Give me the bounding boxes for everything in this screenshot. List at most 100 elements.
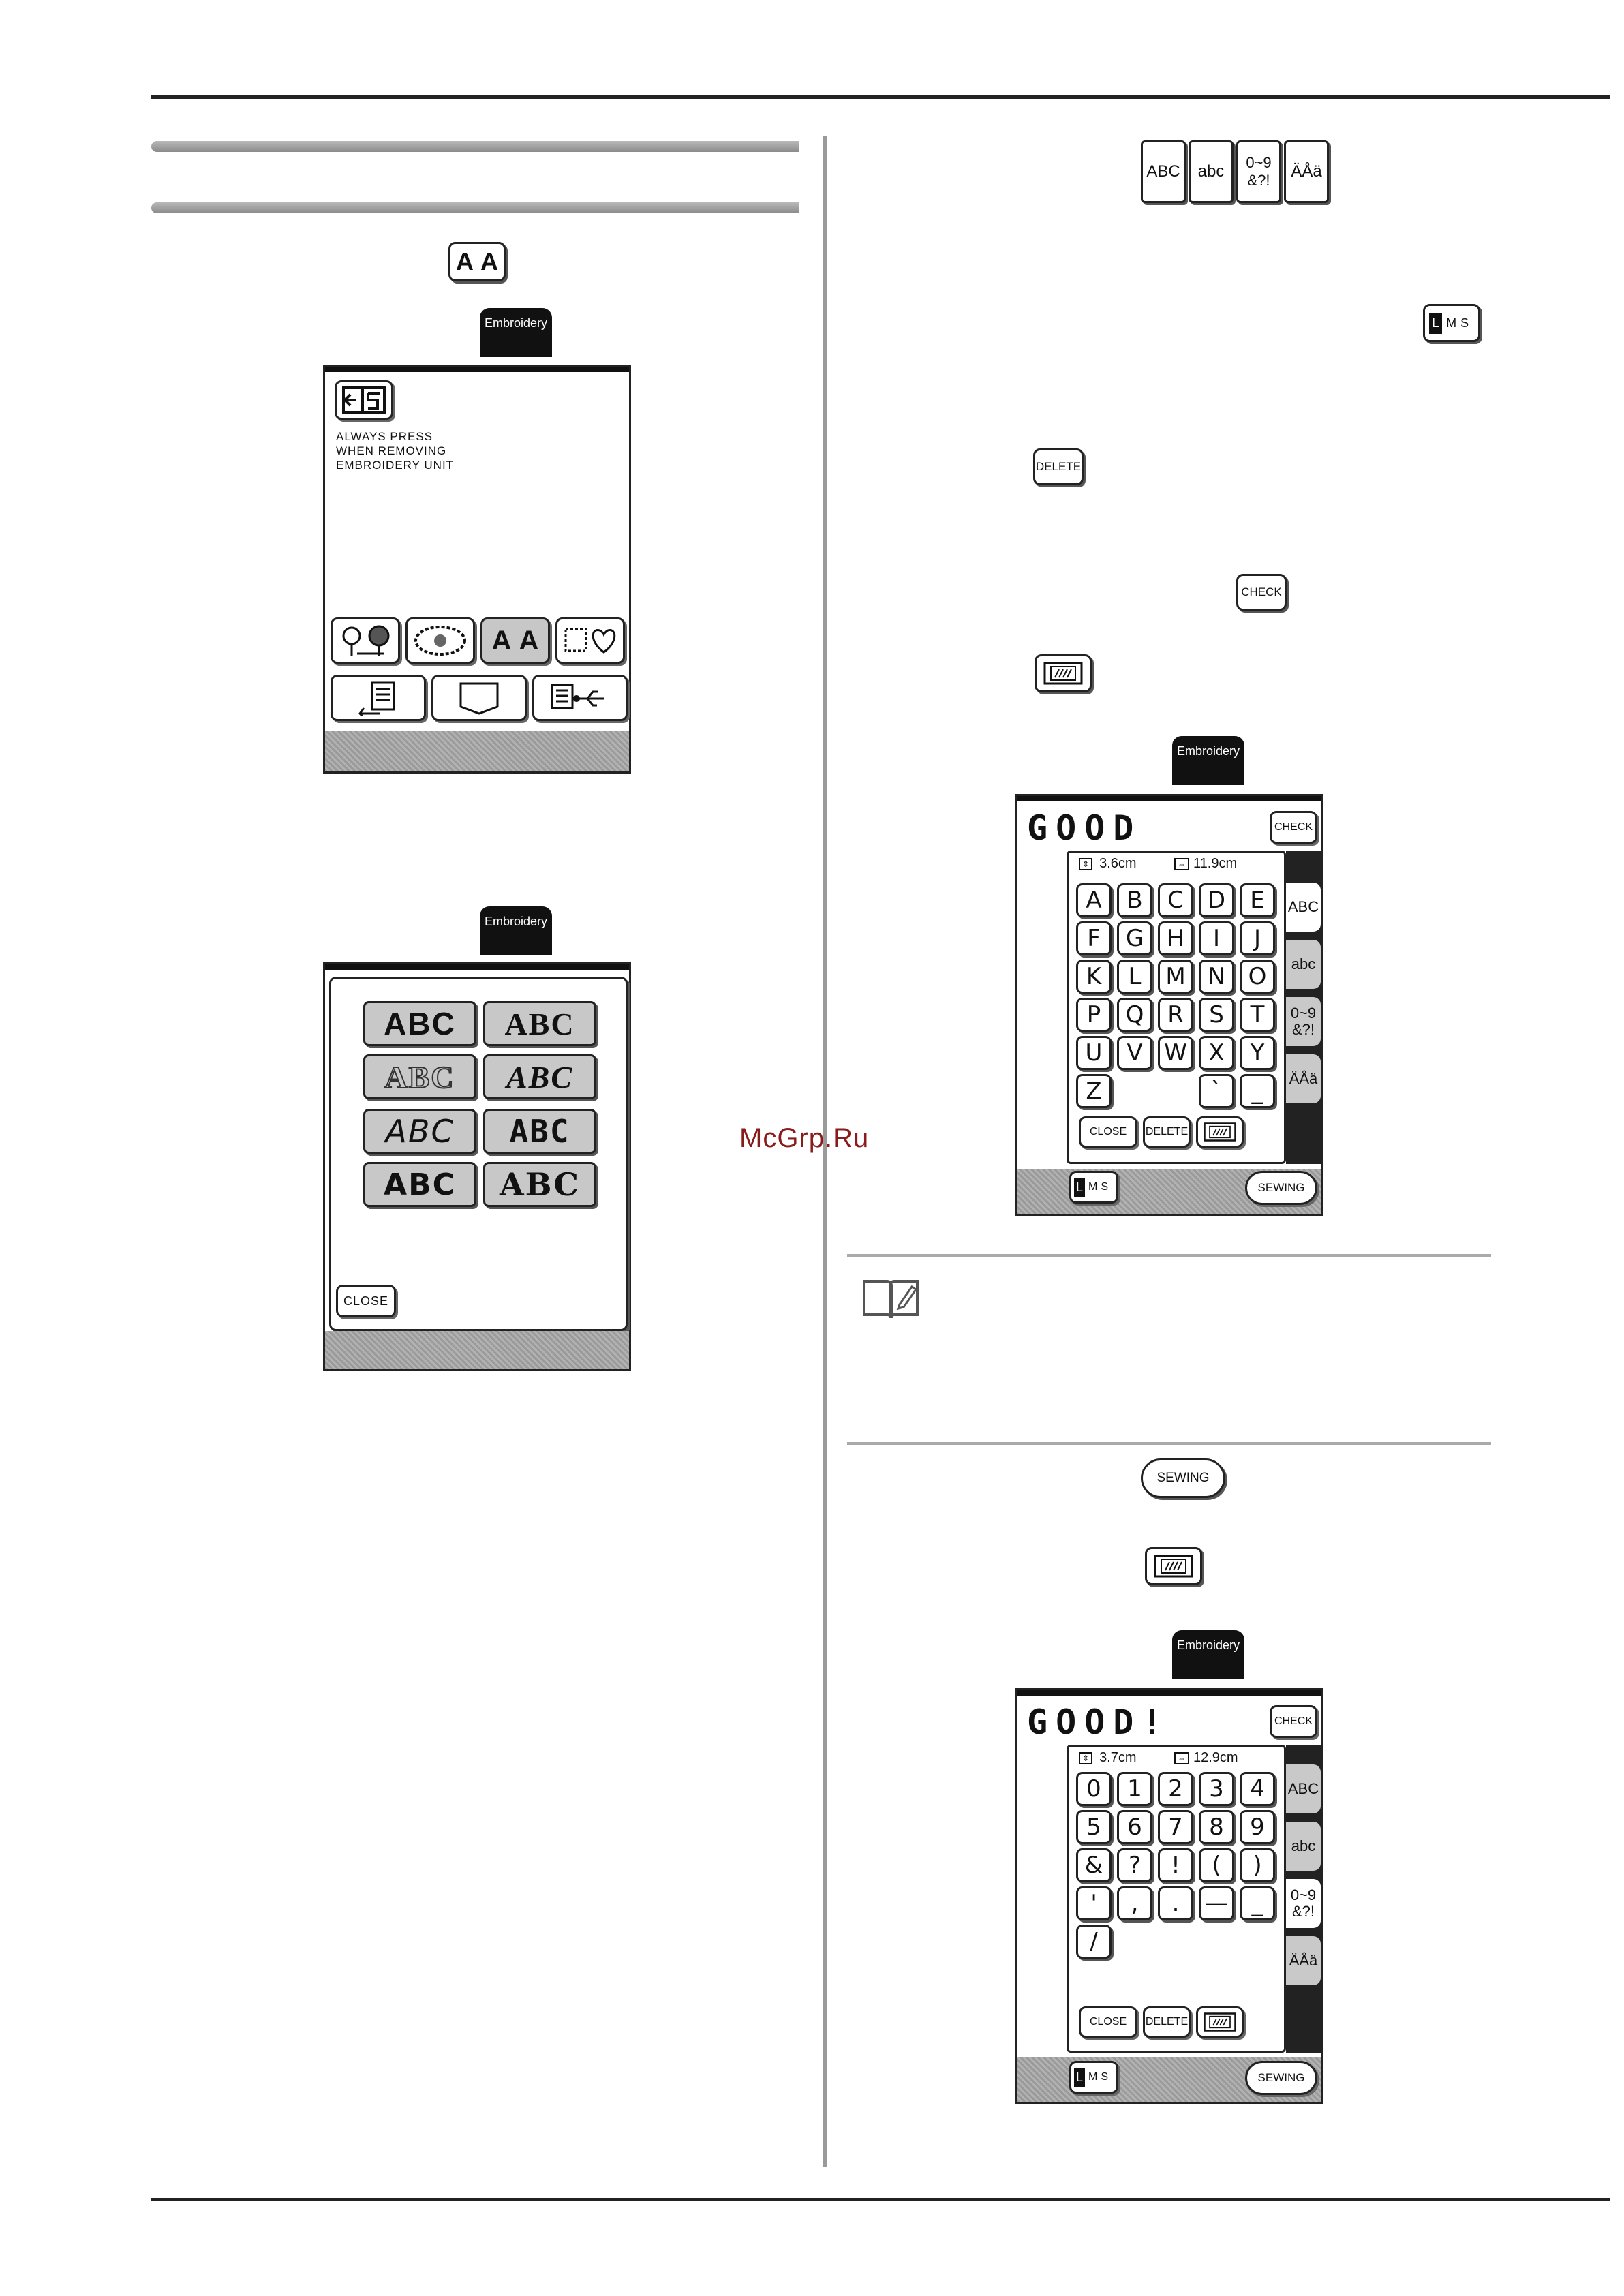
keypad-key[interactable]: ! — [1158, 1848, 1193, 1882]
keypad-key[interactable]: V — [1117, 1036, 1152, 1070]
keypad-key[interactable]: 7 — [1158, 1810, 1193, 1844]
keypad-key[interactable]: B — [1117, 883, 1152, 917]
keypad-key[interactable]: X — [1199, 1036, 1234, 1070]
keypad-key[interactable]: I — [1199, 921, 1234, 955]
keypad-key[interactable]: O — [1240, 960, 1275, 994]
close-button[interactable]: CLOSE — [336, 1285, 396, 1317]
keypad-key[interactable]: ` — [1199, 1074, 1234, 1108]
font-button[interactable]: ABC — [483, 1162, 596, 1207]
keypad-key[interactable]: ) — [1240, 1848, 1275, 1882]
keypad-key[interactable]: H — [1158, 921, 1193, 955]
close-button[interactable]: CLOSE — [1079, 2006, 1137, 2038]
size-button[interactable]: L M S — [1069, 2061, 1118, 2094]
keypad-key[interactable]: G — [1117, 921, 1152, 955]
embroidery-patterns-button[interactable] — [331, 617, 400, 664]
floral-frames-button[interactable] — [405, 617, 475, 664]
keypad-key[interactable]: 4 — [1240, 1772, 1275, 1806]
keypad-key[interactable]: M — [1158, 960, 1193, 994]
sewing-key[interactable]: SEWING — [1141, 1458, 1225, 1498]
alphabet-key[interactable]: A A — [448, 242, 506, 281]
tab-numbers[interactable]: 0~9 &?! — [1286, 1877, 1323, 1930]
check-button[interactable]: CHECK — [1270, 1705, 1317, 1738]
font-button[interactable]: ABC — [363, 1001, 476, 1046]
keypad-key[interactable]: D — [1199, 883, 1234, 917]
check-button[interactable]: CHECK — [1270, 811, 1317, 844]
keypad-key[interactable]: T — [1240, 998, 1275, 1032]
keypad-key[interactable]: U — [1076, 1036, 1112, 1070]
numbers-symbols-key[interactable]: 0~9 &?! — [1236, 140, 1281, 203]
character-fonts-button[interactable]: A A — [480, 617, 550, 664]
keypad-key[interactable]: A — [1076, 883, 1112, 917]
tab-uppercase[interactable]: ABC — [1286, 881, 1323, 934]
keypad-key[interactable]: / — [1076, 1925, 1112, 1959]
font-button[interactable]: ABC — [363, 1109, 476, 1154]
keypad-key[interactable]: 8 — [1199, 1810, 1234, 1844]
font-button[interactable]: ABC — [483, 1001, 596, 1046]
keypad-key[interactable]: P — [1076, 998, 1112, 1032]
keypad-key[interactable]: 2 — [1158, 1772, 1193, 1806]
keypad-key[interactable]: . — [1158, 1886, 1193, 1920]
sewing-button[interactable]: SEWING — [1245, 1171, 1317, 1205]
keypad-key[interactable]: Q — [1117, 998, 1152, 1032]
keypad-key[interactable]: 6 — [1117, 1810, 1152, 1844]
keypad-key[interactable]: ( — [1199, 1848, 1234, 1882]
keypad-key[interactable]: _ — [1240, 1886, 1275, 1920]
keypad-key[interactable]: C — [1158, 883, 1193, 917]
keypad-key[interactable]: 3 — [1199, 1772, 1234, 1806]
tab-lowercase[interactable]: abc — [1286, 938, 1323, 991]
lowercase-key[interactable]: abc — [1189, 140, 1234, 203]
close-button[interactable]: CLOSE — [1079, 1116, 1137, 1148]
keypad-key[interactable]: , — [1117, 1886, 1152, 1920]
keypad-key[interactable]: E — [1240, 883, 1275, 917]
keypad-key[interactable]: 1 — [1117, 1772, 1152, 1806]
flowers-icon — [342, 625, 390, 656]
keypad-key[interactable]: 5 — [1076, 1810, 1112, 1844]
release-unit-button[interactable] — [335, 380, 393, 420]
embroider-button[interactable] — [1196, 1116, 1244, 1148]
keypad-key[interactable]: & — [1076, 1848, 1112, 1882]
size-key[interactable]: L M S — [1423, 304, 1480, 342]
keypad-key[interactable]: S — [1199, 998, 1234, 1032]
delete-button[interactable]: DELETE — [1143, 2006, 1191, 2038]
keypad-key[interactable]: K — [1076, 960, 1112, 994]
keypad-key[interactable]: _ — [1240, 1074, 1275, 1108]
embroider-key[interactable] — [1035, 654, 1092, 692]
font-button[interactable]: ABC — [483, 1054, 596, 1099]
tab-accented[interactable]: ÄÅä — [1286, 1934, 1323, 1987]
tab-numbers[interactable]: 0~9 &?! — [1286, 995, 1323, 1048]
keypad-key[interactable]: ' — [1076, 1886, 1112, 1920]
keypad-key[interactable]: W — [1158, 1036, 1193, 1070]
tab-uppercase[interactable]: ABC — [1286, 1762, 1323, 1816]
frame-shapes-button[interactable] — [555, 617, 625, 664]
keypad-key[interactable]: ? — [1117, 1848, 1152, 1882]
keypad-key[interactable]: Y — [1240, 1036, 1275, 1070]
keypad-key[interactable]: F — [1076, 921, 1112, 955]
usb-button[interactable] — [532, 675, 628, 721]
sewing-button[interactable]: SEWING — [1245, 2061, 1317, 2095]
delete-button[interactable]: DELETE — [1143, 1116, 1191, 1148]
keypad-key[interactable]: R — [1158, 998, 1193, 1032]
keypad-key[interactable]: L — [1117, 960, 1152, 994]
pocket-button[interactable] — [431, 675, 527, 721]
check-key[interactable]: CHECK — [1236, 574, 1287, 611]
embroider-key[interactable] — [1145, 1547, 1202, 1585]
uppercase-key[interactable]: ABC — [1141, 140, 1186, 203]
memory-recall-button[interactable] — [331, 675, 426, 721]
keypad-key[interactable]: 9 — [1240, 1810, 1275, 1844]
keypad-key[interactable]: — — [1199, 1886, 1234, 1920]
font-button[interactable]: ABC — [483, 1109, 596, 1154]
keypad-key[interactable]: N — [1199, 960, 1234, 994]
font-button[interactable]: ABC — [363, 1162, 476, 1207]
embroider-button[interactable] — [1196, 2006, 1244, 2038]
font-button[interactable]: ABC — [363, 1054, 476, 1099]
size-l: L — [1074, 1178, 1086, 1197]
tab-lowercase[interactable]: abc — [1286, 1820, 1323, 1873]
delete-key[interactable]: DELETE — [1033, 448, 1084, 485]
tab-accented[interactable]: ÄÅä — [1286, 1052, 1323, 1105]
size-button[interactable]: L M S — [1069, 1171, 1118, 1204]
font-select-screen: ABC ABC ABC ABC ABC ABC ABC ABC CLOSE — [323, 962, 631, 1371]
accented-key[interactable]: ÄÅä — [1284, 140, 1329, 203]
keypad-key[interactable]: Z — [1076, 1074, 1112, 1108]
keypad-key[interactable]: 0 — [1076, 1772, 1112, 1806]
keypad-key[interactable]: J — [1240, 921, 1275, 955]
